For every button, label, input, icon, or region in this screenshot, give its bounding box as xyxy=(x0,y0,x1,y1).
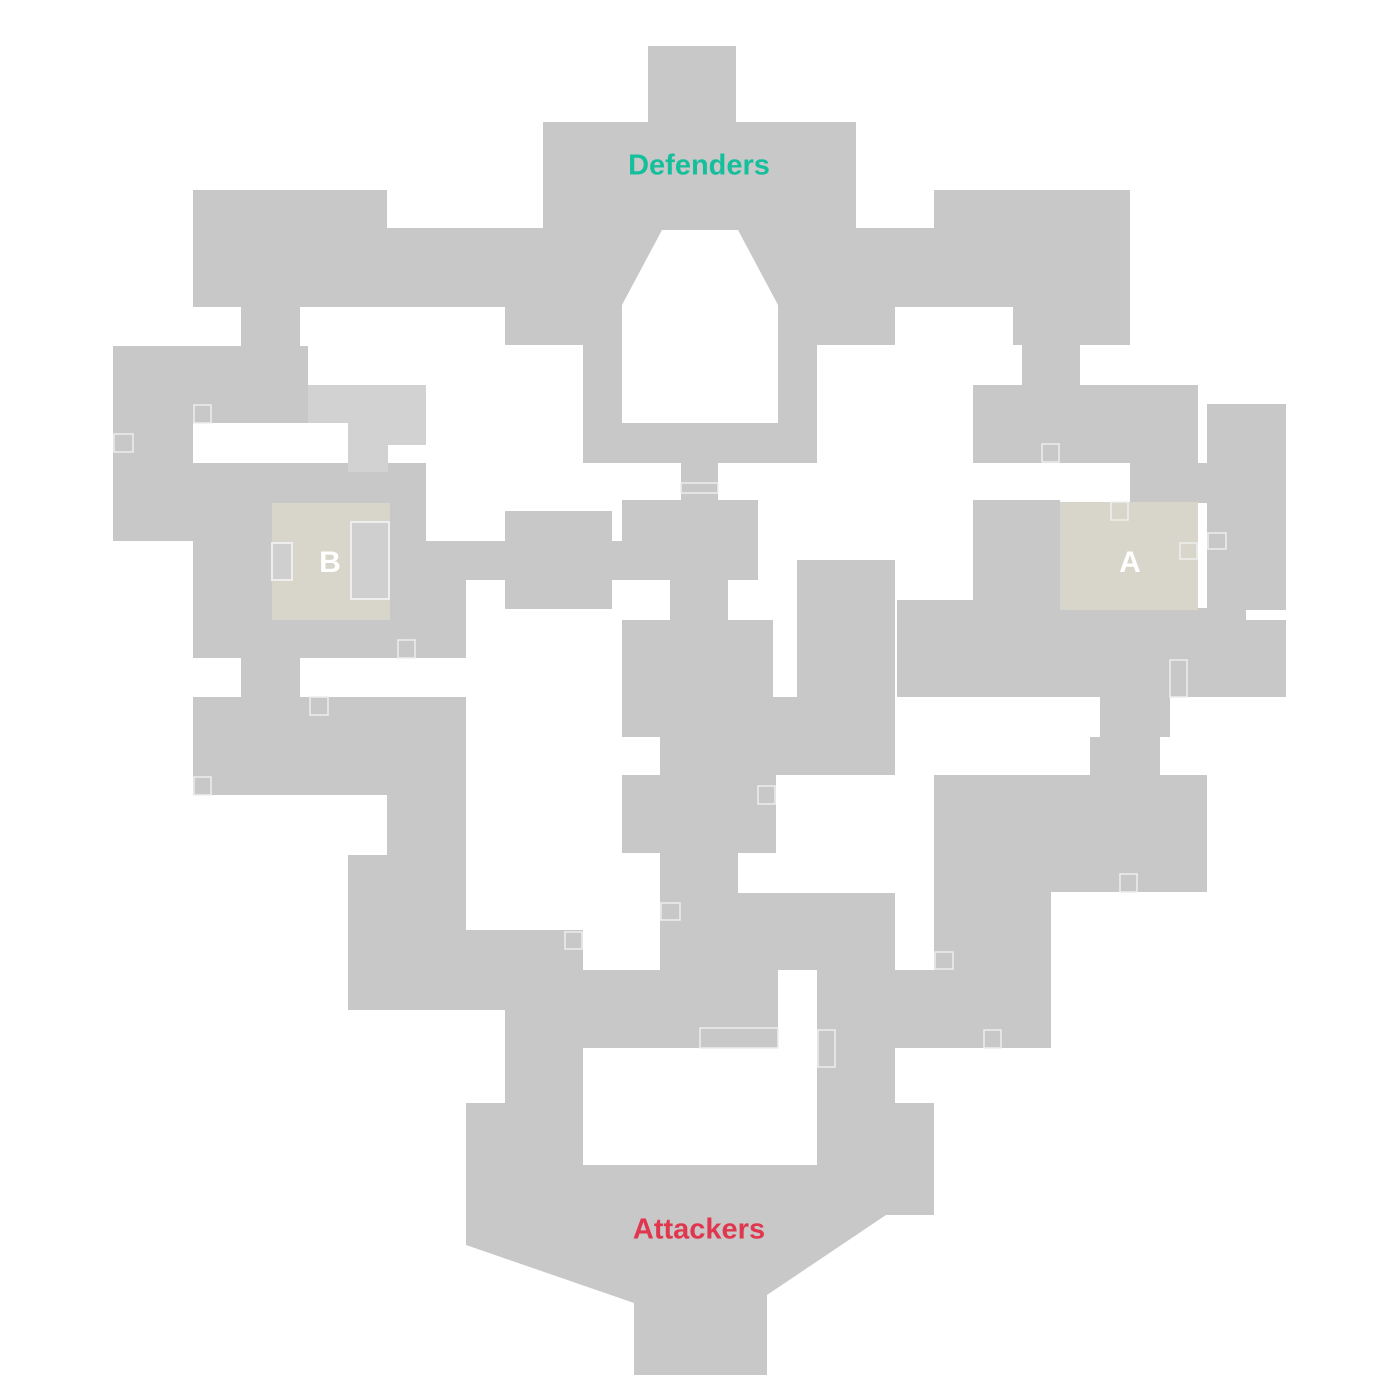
attackers-spawn-label: Attackers xyxy=(632,1213,766,1246)
site-b-label: B xyxy=(319,546,341,579)
site-a-area xyxy=(1060,502,1198,610)
site-a-label: A xyxy=(1119,546,1141,579)
defenders-spawn-label: Defenders xyxy=(628,149,770,182)
